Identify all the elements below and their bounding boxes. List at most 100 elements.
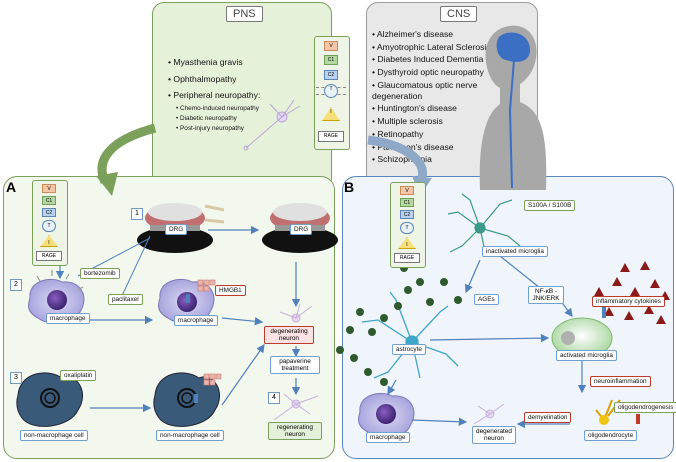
hmgb1-granules-2: [203, 373, 222, 386]
hmgb1-up-arrow-1: [186, 294, 190, 303]
arrow-macrophage-to-neuron: [411, 417, 468, 426]
activated-microglia-icon: [551, 317, 613, 359]
rage-receptor-b: V C1 C2 T I RAGE: [390, 182, 426, 268]
pns-header: PNS: [226, 6, 263, 22]
rage-domain-v: V: [324, 41, 338, 51]
oxaliplatin-label: oxaliplatin: [60, 370, 97, 381]
regenerating-neuron-label: regenerating neuron: [268, 422, 322, 440]
arrow-astro-to-macrophage: [387, 379, 397, 396]
inactivated-microglia-label: inactivated microglia: [482, 246, 548, 257]
activated-microglia-label: activated microglia: [556, 350, 617, 361]
brain-icon: [496, 32, 530, 62]
cns-header: CNS: [440, 6, 478, 22]
arrow-astrocyte-to-active: [429, 333, 550, 343]
oligodendrogenesis-label: oligodendrogenesis: [614, 402, 676, 413]
degenerating-neuron-label: degenerating neuron: [264, 326, 314, 344]
s100-label: S100A / S100B: [524, 200, 576, 211]
hmgb1-up-arrow-2: [194, 394, 198, 403]
hmgb1-granules-1: [197, 279, 216, 292]
oligodendrocyte-label: oligodendrocyte: [584, 430, 638, 441]
cns-disease-item: Glaucomatous optic nerve degeneration: [372, 80, 504, 101]
pns-subtype-item: Chemo-induced neuropathy: [176, 104, 318, 114]
step-3-badge: 3: [10, 372, 22, 384]
rage-domain-v: V: [400, 186, 414, 195]
non-macrophage-label-2: non-macrophage cell: [156, 430, 224, 441]
step-4-badge: 4: [268, 392, 280, 404]
rage-domain-c1: C1: [324, 55, 338, 65]
cns-disease-item: Alzheimer's disease: [372, 29, 504, 40]
step-2-badge: 2: [10, 279, 22, 291]
macrophage-cell-1: [27, 270, 85, 324]
cns-disease-item: Schizophrenia: [372, 154, 504, 165]
line-paclitaxel: [119, 235, 151, 301]
demyelination-label: demyelination: [524, 412, 572, 423]
panel-a-letter: A: [6, 179, 17, 195]
head-silhouette: [479, 25, 547, 190]
rage-receptor-pns: V C1 C2 T I RAGE: [314, 36, 350, 150]
step-1-badge: 1: [131, 208, 143, 220]
cns-disease-item: Parkinson's disease: [372, 142, 504, 153]
inactivated-microglia-icon: [447, 193, 521, 257]
papaverine-label: papaverine treatment: [270, 356, 320, 374]
cns-disease-item: Retinopathy: [372, 129, 504, 140]
rage-label: RAGE: [318, 131, 344, 142]
pns-disease-list: Myasthenia gravis Ophthalmopathy Periphe…: [168, 57, 318, 134]
rage-domain-v: V: [42, 184, 56, 193]
drg-section-2: [262, 203, 338, 253]
arrow-to-degenerating: [221, 317, 264, 326]
pns-neuron-icon: [243, 99, 301, 151]
hmgb1-label: HMGB1: [215, 285, 246, 296]
rage-domain-c1: C1: [400, 198, 414, 207]
arrow-nm-to-degenerating: [221, 344, 265, 406]
rage-label: RAGE: [36, 251, 62, 261]
macrophage-label-1: macrophage: [46, 313, 90, 324]
rage-domain-c2: C2: [324, 70, 338, 80]
rage-label: RAGE: [394, 253, 420, 263]
rage-domain-t: T: [42, 220, 56, 232]
rage-domain-t: T: [324, 84, 338, 98]
bortezomib-label: bortezomib: [80, 268, 120, 279]
degenerated-neuron-icon: [473, 403, 505, 425]
rage-domain-i: I: [322, 107, 340, 121]
rage-receptor-a: V C1 C2 T I RAGE: [32, 180, 68, 266]
drg-label-1: DRG: [165, 224, 188, 235]
astrocyte-label: astrocyte: [392, 344, 426, 355]
panel-b-letter: B: [344, 179, 355, 195]
cns-disease-item: Amyotrophic Lateral Sclerosis: [372, 42, 504, 53]
spine-line: [508, 59, 515, 189]
oligodendrogenesis-down-arrow: [636, 414, 640, 424]
drg-section-1: [137, 203, 225, 253]
non-macrophage-label-1: non-macrophage cell: [20, 430, 88, 441]
cns-to-b-arrow: [367, 135, 427, 185]
rage-domain-c2: C2: [400, 210, 414, 219]
cns-disease-item: Multiple sclerosis: [372, 116, 504, 127]
pns-disease-item: Myasthenia gravis: [168, 57, 318, 68]
neuroinflammation-label: neuroinflammation: [590, 376, 651, 387]
rage-domain-i: I: [40, 235, 58, 247]
arrow-microglia-to-nfkb: [499, 255, 541, 289]
non-macrophage-cell-1: [16, 372, 84, 427]
non-macrophage-cell-2: [153, 372, 221, 427]
ages-label: AGEs: [474, 294, 499, 305]
cytokine-up-arrow: [602, 306, 606, 318]
degenerating-neuron-icon: [279, 303, 313, 323]
macrophage-b-label: macrophage: [366, 432, 410, 443]
pns-subtype-item: Post-injury neuropathy: [176, 124, 318, 134]
nfkb-label: NF-κB - JNK/ERK: [528, 286, 564, 304]
cytokine-triangles: [594, 261, 670, 324]
cytokines-label: inflammatory cytokines: [592, 296, 665, 307]
degenerated-neuron-label: degenerated neuron: [472, 426, 516, 444]
cns-disease-list: Alzheimer's disease Amyotrophic Lateral …: [372, 29, 504, 165]
pns-subtype-item: Diabetic neuropathy: [176, 114, 318, 124]
paclitaxel-label: paclitaxel: [108, 294, 143, 305]
pns-arrow-head: [96, 172, 118, 196]
cns-disease-item: Dysthyroid optic neuropathy: [372, 67, 504, 78]
rage-domain-c1: C1: [42, 196, 56, 205]
ages-dots: [336, 264, 462, 386]
macrophage-b: [357, 392, 415, 438]
macrophage-label-2: macrophage: [174, 315, 218, 326]
pns-disease-item: Ophthalmopathy: [168, 74, 318, 85]
astrocyte-icon: [361, 291, 459, 379]
rage-domain-t: T: [400, 222, 414, 234]
